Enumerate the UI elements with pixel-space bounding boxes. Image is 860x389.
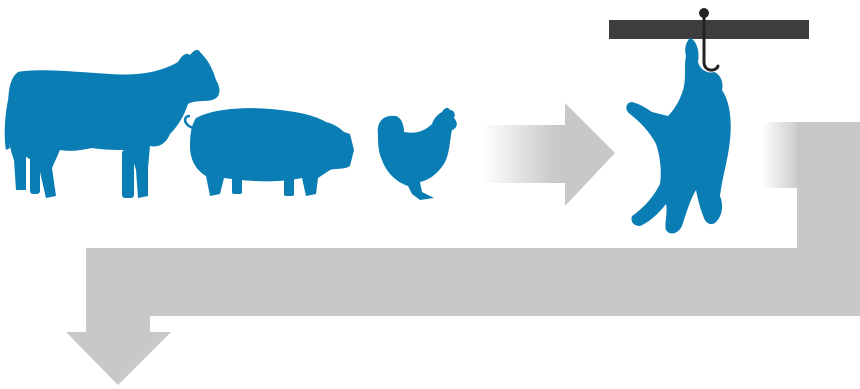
- overhead-rail-icon: [609, 20, 809, 39]
- hanging-carcass-icon: [626, 38, 730, 233]
- flow-arrow-elbow-down: [66, 122, 860, 385]
- pig-icon: [185, 108, 354, 196]
- flow-arrow-right: [483, 103, 615, 206]
- chicken-icon: [378, 108, 457, 200]
